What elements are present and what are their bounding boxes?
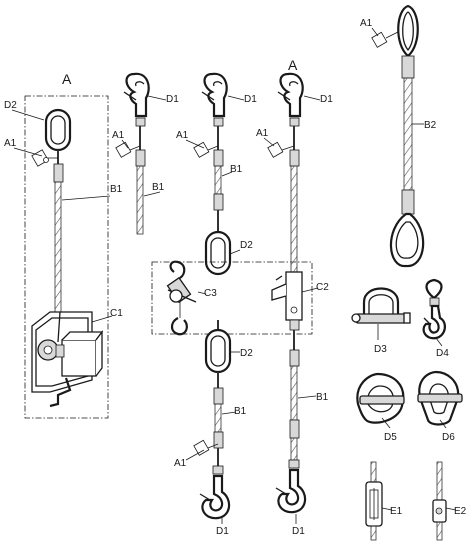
label-b2: B2 <box>424 120 437 131</box>
swivel-hook-d4: D4 <box>422 278 449 359</box>
shackle-icon <box>351 287 411 324</box>
label-b1-a3-bottom: B1 <box>234 406 247 417</box>
hook-icon <box>277 72 304 118</box>
label-d5: D5 <box>384 432 397 443</box>
assembly-hook-rope: D1 A1 B1 <box>112 72 179 235</box>
wire-rope-sling: A1 B2 <box>360 4 437 268</box>
label-d2-a3-bottom: D2 <box>240 348 253 359</box>
hook-icon <box>199 465 231 520</box>
tag-icon <box>371 31 399 48</box>
oval-link-icon <box>44 108 72 152</box>
tag-icon <box>193 141 219 158</box>
pear-link-icon <box>417 370 463 426</box>
label-a1-b2: A1 <box>360 18 373 29</box>
label-b1-a4: B1 <box>316 392 329 403</box>
label-c1: C1 <box>110 308 123 319</box>
label-a-left: A <box>62 71 72 87</box>
label-d1-a4-top: D1 <box>320 94 333 105</box>
label-d1-a3-top: D1 <box>244 94 257 105</box>
hook-icon <box>123 72 150 118</box>
chain-hoist-icon <box>166 260 197 336</box>
label-e2: E2 <box>454 506 467 517</box>
label-d1-a3-bottom: D1 <box>216 526 229 537</box>
label-a1-left: A1 <box>4 138 17 149</box>
label-d1-a2: D1 <box>166 94 179 105</box>
label-d3: D3 <box>374 344 387 355</box>
label-c3: C3 <box>204 288 217 299</box>
winch-icon <box>31 311 104 408</box>
label-b1-a2: B1 <box>152 182 165 193</box>
label-d2-left: D2 <box>4 100 17 111</box>
rope-clip-e2: E2 <box>432 461 467 541</box>
label-e1: E1 <box>390 506 403 517</box>
detail-frame-a <box>24 95 109 419</box>
hook-icon <box>201 72 228 118</box>
label-a-right: A <box>288 57 298 73</box>
turnbuckle-e1: E1 <box>365 461 403 541</box>
label-d4: D4 <box>436 348 449 359</box>
label-d1-a4-bottom: D1 <box>292 526 305 537</box>
tag-icon <box>193 439 219 456</box>
label-d6: D6 <box>442 432 455 443</box>
swivel-hook-icon <box>422 278 446 340</box>
oval-link-icon <box>204 230 232 276</box>
detail-frame-c <box>151 261 313 335</box>
shackle-d3: D3 <box>351 287 411 355</box>
label-d2-a3-top: D2 <box>240 240 253 251</box>
label-b1-left: B1 <box>110 184 123 195</box>
label-a1-a3-bottom: A1 <box>174 458 187 469</box>
connecting-link-d5: D5 <box>356 372 405 443</box>
pear-link-d6: D6 <box>417 370 463 443</box>
label-b1-a3-top: B1 <box>230 164 243 175</box>
assembly-winch: A D <box>4 71 123 419</box>
label-a1-a4: A1 <box>256 128 269 139</box>
rope-clip-icon <box>432 499 447 523</box>
turnbuckle-icon <box>365 481 383 527</box>
assembly-rope-tensioner: A <box>256 57 333 537</box>
assembly-chain-hoist: C3 D1 A1 B1 D2 D2 B1 <box>151 72 313 537</box>
label-a1-a3-top: A1 <box>176 130 189 141</box>
tag-icon <box>115 141 141 158</box>
label-a1-a2: A1 <box>112 130 125 141</box>
oval-link-icon <box>204 328 232 374</box>
rope-tensioner-icon <box>271 271 303 331</box>
hook-icon <box>275 459 307 514</box>
connecting-link-icon <box>356 372 405 424</box>
label-c2: C2 <box>316 282 329 293</box>
